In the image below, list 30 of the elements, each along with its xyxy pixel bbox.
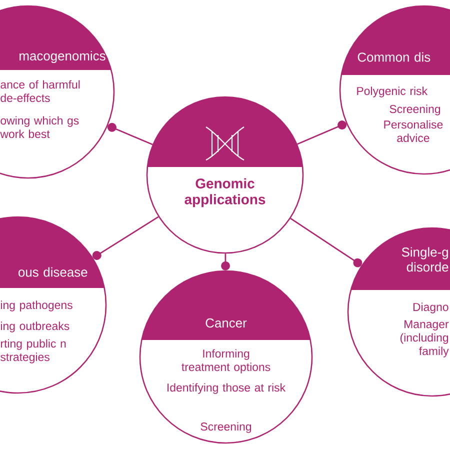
body-text: rting public n strategies bbox=[0, 339, 66, 364]
category-circle bbox=[347, 227, 450, 397]
title-text: macogenomics bbox=[20, 50, 106, 64]
body-text: Screening bbox=[200, 422, 252, 433]
title-text: Cancer bbox=[206, 318, 247, 328]
body-text: Informing treatment options bbox=[182, 349, 270, 374]
title-text: Single-g disorde bbox=[402, 247, 448, 272]
title-text: Genomic applications bbox=[184, 178, 266, 208]
body-text: Polygenic risk bbox=[357, 86, 428, 98]
category-circle bbox=[0, 5, 115, 179]
connector-line bbox=[290, 218, 362, 268]
connector-line bbox=[297, 120, 347, 145]
body-text: Screening bbox=[390, 104, 440, 116]
category-circle bbox=[139, 270, 313, 444]
title-text: ous disease bbox=[18, 267, 88, 277]
category-circle bbox=[146, 96, 304, 254]
body-text: Manager (including family bbox=[400, 320, 449, 358]
category-circle bbox=[339, 5, 450, 175]
body-text: Personalise advice bbox=[384, 120, 443, 142]
connector-line bbox=[108, 122, 153, 146]
connector-line bbox=[92, 216, 159, 260]
category-circle bbox=[0, 216, 107, 394]
body-text: Identifying those at risk bbox=[168, 383, 286, 394]
body-text: Diagno bbox=[413, 302, 448, 314]
body-text: ing outbreaks bbox=[0, 322, 70, 332]
body-text: owing which gs work best bbox=[0, 116, 79, 138]
title-text: Common dis bbox=[358, 52, 430, 62]
connector-line bbox=[221, 254, 230, 270]
body-text: ing pathogens bbox=[0, 300, 72, 312]
body-text: ance of harmful de-effects bbox=[0, 80, 80, 102]
